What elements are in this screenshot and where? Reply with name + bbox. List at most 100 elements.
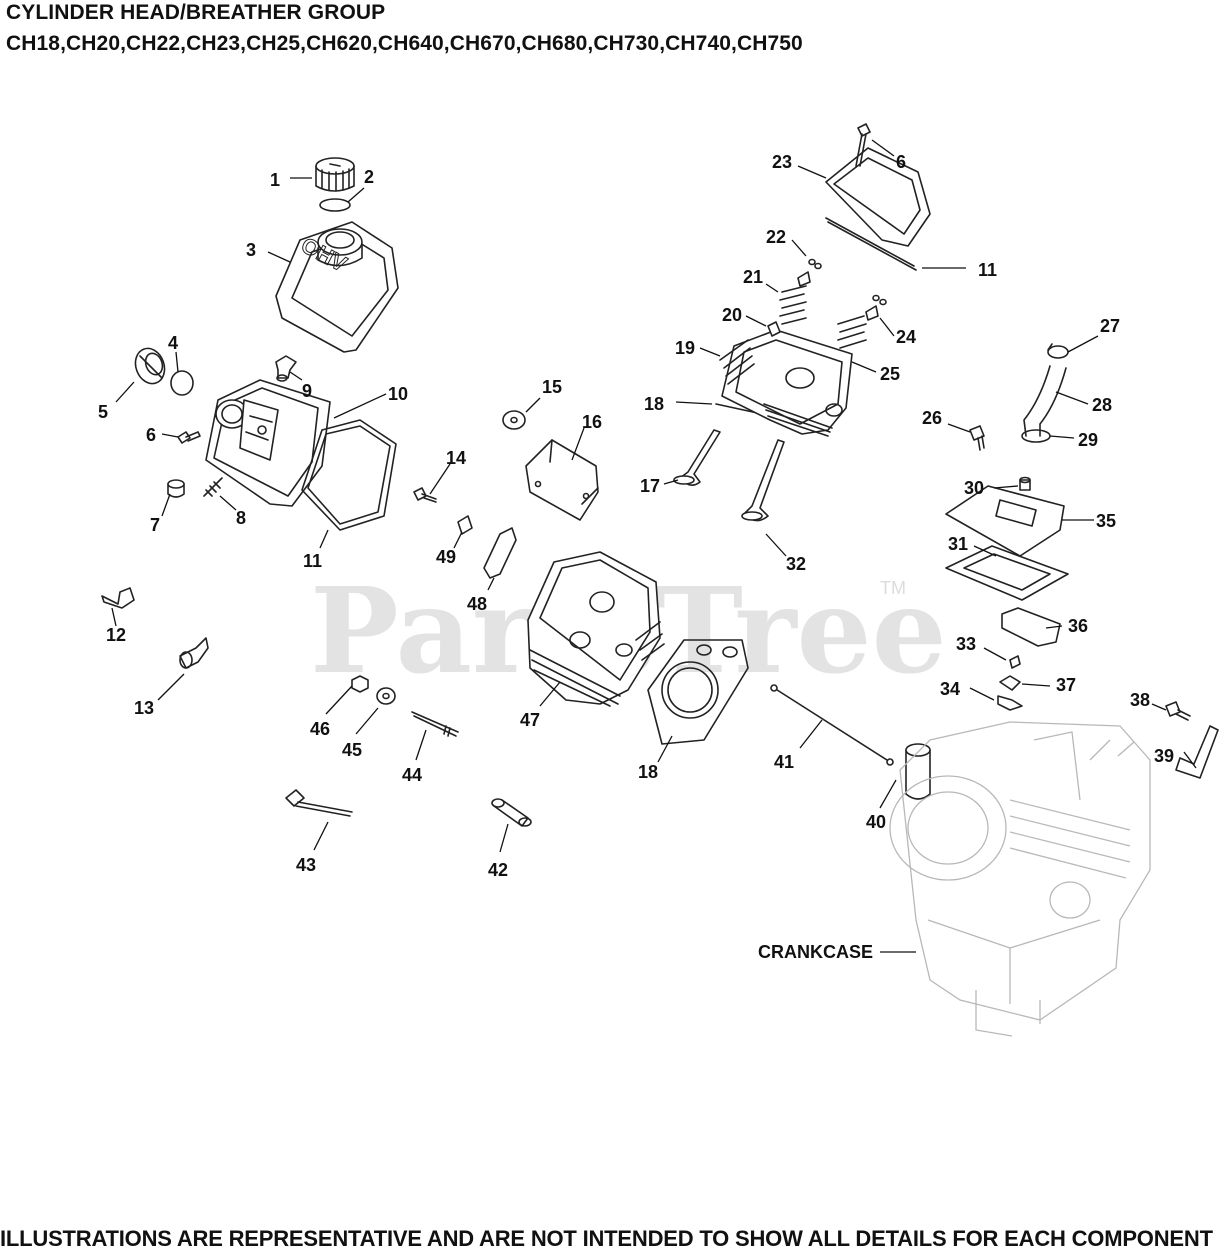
part-dowel[interactable]	[491, 798, 532, 827]
callout-38: 38	[1130, 690, 1150, 710]
part-stud-small[interactable]	[203, 477, 223, 497]
crankcase-outline	[889, 721, 1151, 1037]
part-stud-44[interactable]	[411, 711, 459, 737]
part-clamp[interactable]	[179, 637, 209, 669]
part-hose-clamp-27[interactable]	[1047, 343, 1069, 359]
callout-6a: 6	[146, 425, 156, 445]
part-gasket-strip[interactable]	[825, 217, 917, 271]
part-washer-45[interactable]	[376, 687, 396, 705]
callout-33: 33	[956, 634, 976, 654]
callout-6b: 6	[896, 152, 906, 172]
callout-12: 12	[106, 625, 126, 645]
part-breather-hose[interactable]	[1023, 365, 1067, 437]
callout-48: 48	[467, 594, 487, 614]
part-oil-fill-cap[interactable]	[315, 157, 355, 192]
callout-15: 15	[542, 377, 562, 397]
part-head-gasket[interactable]	[647, 639, 749, 745]
callout-3: 3	[246, 240, 256, 260]
part-washer-15[interactable]	[502, 410, 526, 430]
callout-24: 24	[896, 327, 916, 347]
part-nut[interactable]	[351, 675, 369, 693]
part-spring-retainer[interactable]	[797, 271, 811, 287]
callout-10: 10	[388, 384, 408, 404]
callout-45: 45	[342, 740, 362, 760]
part-valve-spring-21[interactable]	[779, 285, 807, 325]
callout-18a: 18	[644, 394, 664, 414]
part-rocker-arm[interactable]	[483, 527, 517, 579]
callout-26: 26	[922, 408, 942, 428]
part-valve-retainer-24[interactable]	[865, 294, 887, 321]
callout-32: 32	[786, 554, 806, 574]
part-bracket-39[interactable]	[1175, 725, 1219, 779]
callout-numbers: 1 2 3 4 5 6 7 8 9 10 11 12 13 14 15 16 1…	[98, 152, 1174, 880]
part-screw-33[interactable]	[1009, 655, 1021, 669]
part-bolt-38[interactable]	[1165, 701, 1191, 721]
callout-49: 49	[436, 547, 456, 567]
part-valve-spring-25[interactable]	[837, 315, 867, 349]
callout-18b: 18	[638, 762, 658, 782]
part-breather-nipple[interactable]	[1019, 476, 1031, 491]
callout-13: 13	[134, 698, 154, 718]
callout-9: 9	[302, 381, 312, 401]
part-valve-keepers-22[interactable]	[808, 258, 822, 270]
callout-40: 40	[866, 812, 886, 832]
callout-42: 42	[488, 860, 508, 880]
part-o-ring-breather[interactable]	[170, 370, 194, 396]
part-valve-exhaust[interactable]	[741, 439, 785, 522]
part-bracket-left[interactable]	[101, 587, 135, 609]
callout-25: 25	[880, 364, 900, 384]
part-valve-cover-top[interactable]	[825, 147, 931, 247]
part-screw-26[interactable]	[969, 425, 985, 451]
callout-34: 34	[940, 679, 960, 699]
part-valve-intake[interactable]	[673, 429, 721, 486]
part-breather-filter[interactable]	[1001, 607, 1061, 647]
footer-disclaimer: ILLUSTRATIONS ARE REPRESENTATIVE AND ARE…	[0, 1226, 1213, 1251]
callout-17: 17	[640, 476, 660, 496]
part-rocker-pivot[interactable]	[457, 515, 473, 535]
callout-41: 41	[774, 752, 794, 772]
part-reed-retainer-34[interactable]	[997, 695, 1023, 711]
watermark-trademark: TM	[880, 578, 906, 598]
callout-43: 43	[296, 855, 316, 875]
part-screw-left[interactable]	[177, 431, 201, 444]
callout-37: 37	[1056, 675, 1076, 695]
callout-27: 27	[1100, 316, 1120, 336]
page-title: CYLINDER HEAD/BREATHER GROUP	[6, 1, 386, 24]
part-head-bolt[interactable]	[285, 789, 353, 817]
part-guide-plate[interactable]	[525, 439, 599, 521]
callout-2: 2	[364, 167, 374, 187]
callout-39: 39	[1154, 746, 1174, 766]
callout-8: 8	[236, 508, 246, 528]
callout-5: 5	[98, 402, 108, 422]
model-list: CH18,CH20,CH22,CH23,CH25,CH620,CH640,CH6…	[6, 32, 803, 55]
callout-16: 16	[582, 412, 602, 432]
callout-23: 23	[772, 152, 792, 172]
part-valve-cover[interactable]: OHV	[275, 221, 399, 353]
callout-36: 36	[1068, 616, 1088, 636]
callout-4: 4	[168, 333, 178, 353]
part-elbow-fitting[interactable]	[275, 355, 297, 382]
callout-22: 22	[766, 227, 786, 247]
part-plug[interactable]	[167, 479, 185, 498]
part-o-ring-cap[interactable]	[319, 198, 351, 212]
part-reed-37[interactable]	[999, 675, 1021, 691]
part-gasket-breather[interactable]	[301, 419, 397, 531]
part-breather-gasket[interactable]	[945, 545, 1069, 601]
leader-lines	[111, 139, 1197, 953]
part-breather-cap[interactable]	[131, 344, 170, 387]
callout-29: 29	[1078, 430, 1098, 450]
part-valve-seal[interactable]	[767, 321, 781, 337]
part-bolt-14[interactable]	[413, 487, 437, 503]
callout-20: 20	[722, 305, 742, 325]
part-bolt-top[interactable]	[855, 123, 871, 167]
callout-30: 30	[964, 478, 984, 498]
callout-35: 35	[1096, 511, 1116, 531]
crankcase-label: CRANKCASE	[758, 942, 873, 962]
callout-28: 28	[1092, 395, 1112, 415]
part-push-rod[interactable]	[770, 684, 894, 766]
part-cylinder-head[interactable]	[527, 551, 665, 707]
part-head-assembly-top[interactable]	[719, 329, 853, 437]
callout-47: 47	[520, 710, 540, 730]
part-breather-cover[interactable]	[945, 485, 1065, 557]
